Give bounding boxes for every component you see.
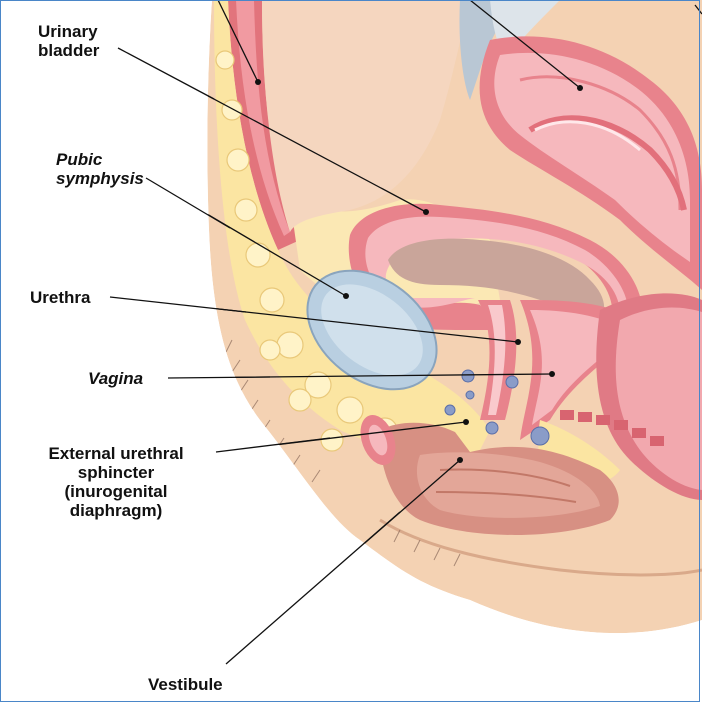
label-urinary-bladder: Urinary bladder <box>38 22 99 60</box>
label-vestibule: Vestibule <box>148 675 223 694</box>
label-vagina: Vagina <box>88 369 143 388</box>
label-urethra: Urethra <box>30 288 90 307</box>
label-external-urethral-sphincter: External urethral sphincter (inurogenita… <box>18 444 214 520</box>
label-pubic-symphysis: Pubic symphysis <box>56 150 144 188</box>
